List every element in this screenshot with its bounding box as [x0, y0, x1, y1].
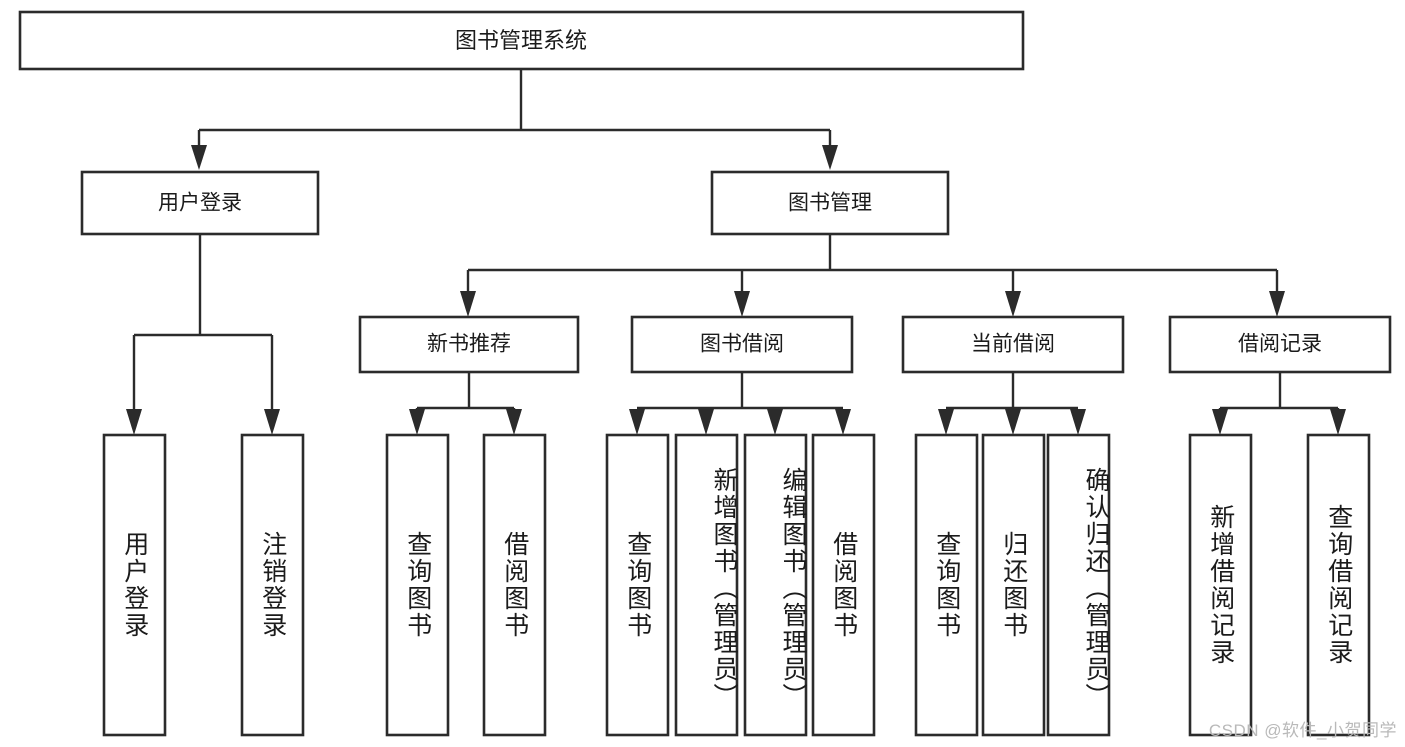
arrow-head-to-leaf-logout [264, 409, 280, 435]
node-current-borrow[interactable]: 当前借阅 [901, 315, 1125, 374]
arrow-head-to-book-borrow [734, 291, 750, 317]
connector-book-manage-to-level3 [460, 234, 1285, 317]
arrow-head-to-leaf-query-book-1 [409, 409, 425, 435]
node-user-login-label: 用户登录 [158, 192, 242, 215]
leaf-box-query-record[interactable] [1306, 433, 1371, 737]
node-root-system[interactable]: 图书管理系统 [18, 10, 1025, 71]
node-new-book-recommend-label: 新书推荐 [427, 333, 511, 356]
leaf-box-borrow-book-2[interactable] [811, 433, 876, 737]
node-book-manage-label: 图书管理 [788, 192, 872, 215]
arrow-head-to-borrow-record [1269, 291, 1285, 317]
arrow-head-to-leaf-query-book-3 [938, 409, 954, 435]
arrow-head-to-new-book [460, 291, 476, 317]
node-current-borrow-label: 当前借阅 [971, 333, 1055, 356]
arrow-head-to-leaf-query-record [1330, 409, 1346, 435]
connector-root-to-level2 [191, 69, 838, 170]
connector-user-login-to-leaves [126, 234, 280, 435]
leaf-box-add-record[interactable] [1188, 433, 1253, 737]
arrow-head-to-leaf-add-book [698, 409, 714, 435]
arrow-head-to-leaf-return-book [1005, 409, 1021, 435]
arrow-head-to-leaf-borrow-book-2 [835, 409, 851, 435]
leaf-box-user-login[interactable] [102, 433, 167, 737]
leaf-box-add-book[interactable] [674, 433, 739, 737]
node-current-borrow-box [901, 315, 1125, 374]
node-borrow-record[interactable]: 借阅记录 [1168, 315, 1392, 374]
node-user-login-box [80, 170, 320, 236]
arrow-head-to-user-login [191, 145, 207, 170]
leaf-box-query-book-1[interactable] [385, 433, 450, 737]
node-book-manage[interactable]: 图书管理 [710, 170, 950, 236]
connector-borrow-record-to-leaves [1212, 372, 1346, 435]
arrow-head-to-book-manage [822, 145, 838, 170]
arrow-head-to-leaf-query-book-2 [629, 409, 645, 435]
leaf-box-confirm-return[interactable] [1046, 433, 1111, 737]
arrow-head-to-leaf-add-record [1212, 409, 1228, 435]
arrow-head-to-leaf-edit-book [767, 409, 783, 435]
connector-current-borrow-to-leaves [938, 372, 1086, 435]
leaf-box-logout[interactable] [240, 433, 305, 737]
node-root-system-box [18, 10, 1025, 71]
node-new-book-recommend[interactable]: 新书推荐 [358, 315, 580, 374]
node-book-borrow-label: 图书借阅 [700, 333, 784, 356]
node-root-system-label: 图书管理系统 [455, 28, 587, 53]
connector-book-borrow-to-leaves [629, 372, 851, 435]
leaf-box-query-book-3[interactable] [914, 433, 979, 737]
leaf-box-borrow-book-1[interactable] [482, 433, 547, 737]
leaf-box-edit-book[interactable] [743, 433, 808, 737]
arrow-head-to-leaf-user-login [126, 409, 142, 435]
leaf-box-return-book[interactable] [981, 433, 1046, 737]
node-new-book-recommend-box [358, 315, 580, 374]
arrow-head-to-current-borrow [1005, 291, 1021, 317]
node-borrow-record-label: 借阅记录 [1238, 333, 1322, 356]
leaf-box-query-book-2[interactable] [605, 433, 670, 737]
node-book-borrow[interactable]: 图书借阅 [630, 315, 854, 374]
arrow-head-to-leaf-borrow-book-1 [506, 409, 522, 435]
node-user-login[interactable]: 用户登录 [80, 170, 320, 236]
csdn-watermark: CSDN @软件_小贺同学 [1208, 721, 1397, 740]
arrow-head-to-leaf-confirm-return [1070, 409, 1086, 435]
connector-new-book-to-leaves [409, 372, 522, 435]
